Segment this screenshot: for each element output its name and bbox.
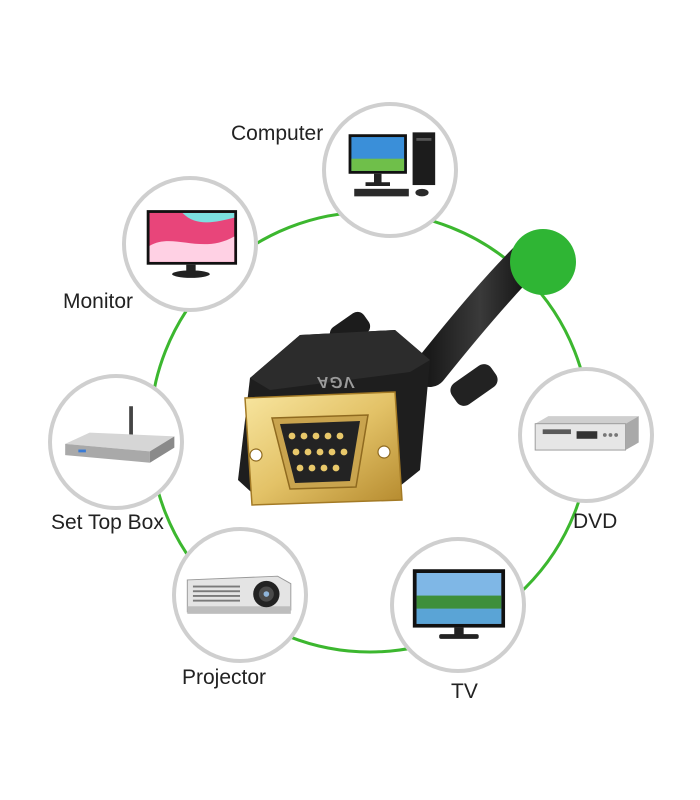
tv-icon [412,569,506,639]
green-accent-dot [510,229,576,295]
set-top-box-icon [65,406,175,463]
tv-node [390,537,526,673]
monitor-label: Monitor [63,290,134,313]
dvd-player-icon [534,416,639,451]
projector-node [172,527,308,663]
monitor-node [122,176,258,312]
vga-connector-label: VGA [315,373,356,390]
projector-label: Projector [182,666,267,689]
computer-icon [348,132,436,197]
settopbox-node [48,374,184,510]
vga-connector [238,330,430,506]
computer-node [322,102,458,238]
settopbox-label: Set Top Box [51,511,164,534]
computer-label: Computer [231,122,324,145]
dvd-label: DVD [573,510,618,533]
monitor-icon [146,210,238,278]
tv-label: TV [451,680,478,703]
projector-icon [186,575,292,614]
dvd-node [518,367,654,503]
